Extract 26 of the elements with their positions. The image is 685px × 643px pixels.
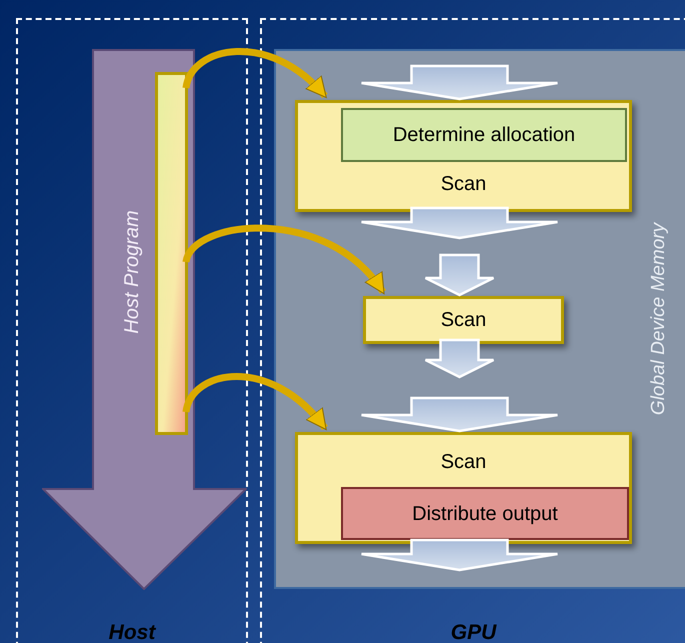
process-box	[295, 100, 632, 212]
box-label: Scan	[440, 308, 488, 333]
process-box	[295, 432, 632, 544]
process-box	[363, 296, 564, 344]
curved-arrow	[182, 224, 386, 294]
block-arrow	[424, 338, 495, 378]
gpu-region	[260, 18, 685, 643]
curved-arrow	[182, 373, 328, 430]
box-label: Distribute output	[411, 502, 559, 526]
box-label: Determine allocation	[392, 123, 576, 148]
curved-arrow	[182, 48, 328, 98]
vertical-label: Host Program	[120, 210, 144, 334]
block-arrow	[360, 64, 559, 100]
host-region	[16, 18, 248, 643]
block-arrow	[360, 538, 559, 572]
step-box	[341, 108, 627, 162]
block-arrow	[424, 254, 495, 296]
memory-panel	[274, 49, 685, 589]
region-label: GPU	[450, 620, 498, 643]
vertical-label: Global Device Memory	[646, 222, 670, 416]
block-arrow	[360, 206, 559, 240]
box-label: Scan	[440, 172, 488, 197]
region-label: Host	[108, 620, 157, 643]
box-label: Scan	[440, 450, 488, 475]
step-box	[341, 487, 629, 540]
block-arrow	[360, 396, 559, 432]
